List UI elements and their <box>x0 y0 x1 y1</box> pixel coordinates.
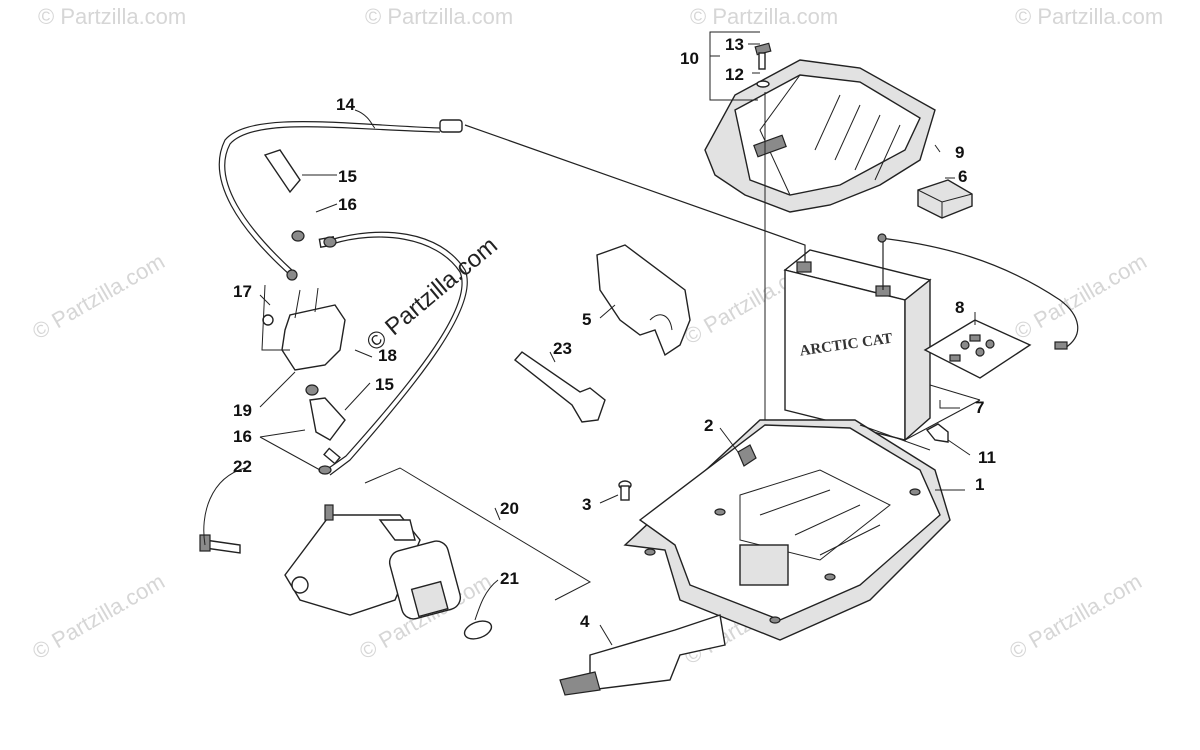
callout-9: 9 <box>955 143 964 162</box>
battery-strap <box>559 614 726 696</box>
positive-cable <box>879 237 1079 349</box>
push-rivet <box>618 480 632 501</box>
callout-17: 17 <box>233 282 252 301</box>
callout-4: 4 <box>580 612 590 631</box>
o-ring <box>463 579 499 640</box>
battery-cable <box>218 119 463 281</box>
watermark: © Partzilla.com <box>28 249 169 345</box>
callout-5: 5 <box>582 310 591 329</box>
watermark: © Partzilla.com <box>1010 249 1151 345</box>
terminal-boot <box>263 149 346 441</box>
callout-1: 1 <box>975 475 984 494</box>
callout-labels: 1 2 3 4 5 6 7 8 9 10 11 12 13 14 15 15 1… <box>233 35 996 631</box>
leader-lines <box>259 31 976 646</box>
starter-solenoid <box>261 284 346 371</box>
watermark-main: © Partzilla.com <box>362 232 503 357</box>
retainer-clip <box>925 423 949 443</box>
callout-19: 19 <box>233 401 252 420</box>
battery-tray <box>623 419 951 641</box>
callout-18: 18 <box>378 346 397 365</box>
mounting-bolt <box>199 467 246 554</box>
watermark: © Partzilla.com <box>28 569 169 665</box>
watermark: © Partzilla.com <box>1015 4 1163 29</box>
cable-end <box>877 233 887 243</box>
spanner-wrench <box>513 351 606 423</box>
starter-motor <box>284 504 462 620</box>
callout-8: 8 <box>955 298 964 317</box>
callout-23: 23 <box>553 339 572 358</box>
battery: ARCTIC CAT <box>783 249 981 442</box>
callout-10: 10 <box>680 49 699 68</box>
terminal-nut <box>291 230 337 475</box>
callout-14: 14 <box>336 95 355 114</box>
group-bracket-starter <box>364 467 592 601</box>
battery-cover <box>704 59 936 213</box>
callout-7: 7 <box>975 398 984 417</box>
bracket-line <box>859 424 931 451</box>
callout-13: 13 <box>725 35 744 54</box>
watermark: © Partzilla.com <box>1005 569 1146 665</box>
callout-12: 12 <box>725 65 744 84</box>
callout-6: 6 <box>958 167 967 186</box>
hardware-kit <box>923 319 1032 379</box>
decal <box>737 444 757 467</box>
callout-15: 15 <box>338 167 357 186</box>
callout-2: 2 <box>704 416 713 435</box>
foam-pad <box>917 179 973 219</box>
callout-20: 20 <box>500 499 519 518</box>
callout-22: 22 <box>233 457 252 476</box>
watermark: © Partzilla.com <box>690 4 838 29</box>
callout-3: 3 <box>582 495 591 514</box>
watermark: © Partzilla.com <box>365 4 513 29</box>
callout-11: 11 <box>978 448 996 467</box>
watermark: © Partzilla.com <box>38 4 186 29</box>
callout-15: 15 <box>375 375 394 394</box>
callout-16: 16 <box>233 427 252 446</box>
callout-21: 21 <box>500 569 519 588</box>
cable-14-guide <box>464 124 806 262</box>
callout-16: 16 <box>338 195 357 214</box>
shield <box>596 244 691 357</box>
cable-terminal <box>1054 341 1068 350</box>
